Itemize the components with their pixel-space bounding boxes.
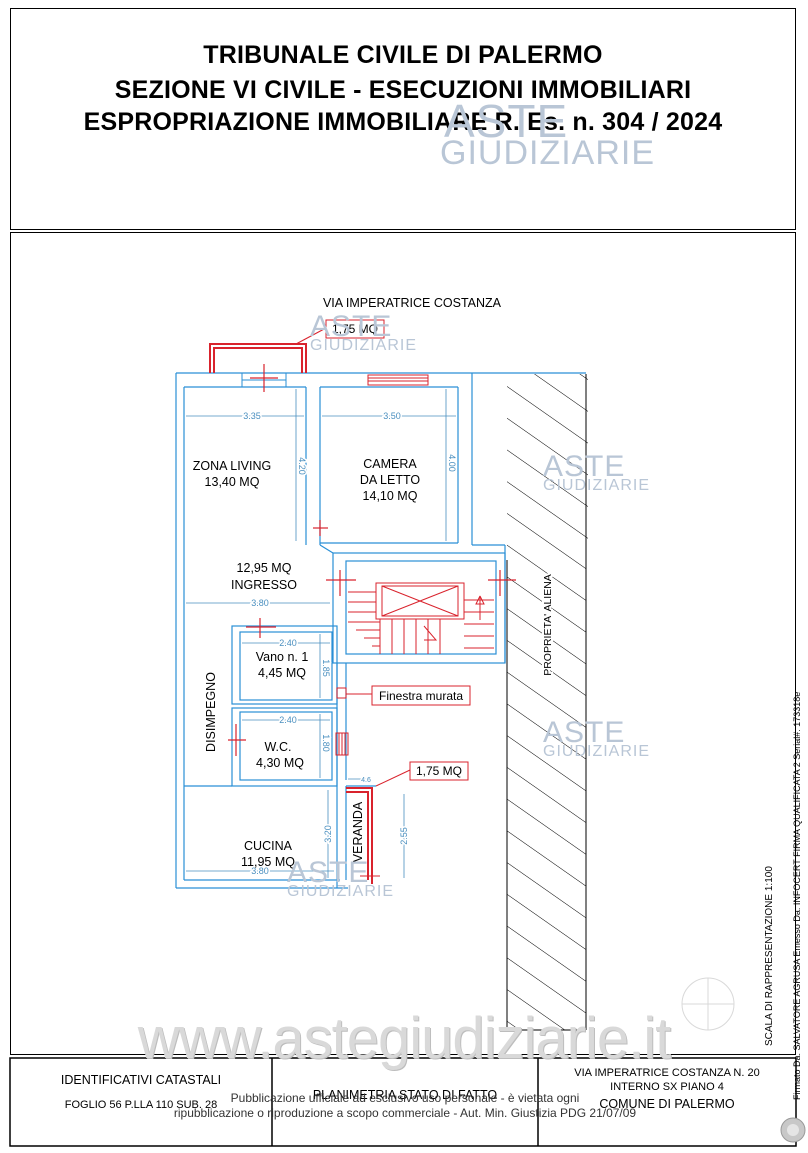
dim-entry-width: 3.80 xyxy=(251,598,269,608)
veranda-outline xyxy=(346,769,411,884)
dimension-lines xyxy=(186,389,456,878)
address-line-2: INTERNO SX PIANO 4 xyxy=(610,1081,724,1093)
bedroom-name-2: DA LETTO xyxy=(360,473,420,487)
vano-name: Vano n. 1 xyxy=(256,650,309,664)
header-line-1: TRIBUNALE CIVILE DI PALERMO xyxy=(203,41,603,69)
balcony-area: 1,75 MQ xyxy=(332,322,378,336)
dim-wc-width: 2.40 xyxy=(279,715,297,725)
dim-veranda-height: 2.55 xyxy=(399,827,409,845)
cadastral-title: IDENTIFICATIVI CATASTALI xyxy=(60,1073,222,1087)
cadastral-value: FOGLIO 56 P.LLA 110 SUB. 28 xyxy=(64,1099,218,1111)
living-name: ZONA LIVING xyxy=(193,459,272,473)
legal-line-1: Pubblicazione ufficiale ad esclusivo uso… xyxy=(230,1091,580,1105)
dim-kitchen-width: 3.80 xyxy=(251,866,269,876)
header-line-2: SEZIONE VI CIVILE - ESECUZIONI IMMOBILIA… xyxy=(114,76,692,104)
dim-bedroom-width: 3.50 xyxy=(383,411,401,421)
watermark-giudiziarie: GIUDIZIARIE xyxy=(440,134,656,172)
window-note: Finestra murata xyxy=(379,689,463,703)
wc-area: 4,30 MQ xyxy=(256,756,304,770)
dim-kitchen-height: 3.20 xyxy=(323,825,333,843)
staircase xyxy=(348,582,494,654)
veranda-area: 1,75 MQ xyxy=(416,764,462,778)
header-frame xyxy=(10,8,796,230)
legal-line-2: ripubblicazione o riproduzione a scopo c… xyxy=(173,1106,637,1120)
compass-icon xyxy=(681,977,735,1031)
seal-icon xyxy=(780,1117,806,1143)
entry-name: INGRESSO xyxy=(231,578,297,592)
dim-vano-width: 2.40 xyxy=(279,638,297,648)
entry-area: 12,95 MQ xyxy=(237,561,292,575)
footer-frame xyxy=(9,1057,797,1147)
living-area: 13,40 MQ xyxy=(205,475,260,489)
watermark-plan-2: ASTE GIUDIZIARIE xyxy=(543,450,651,494)
balcony xyxy=(209,327,327,373)
door-markers xyxy=(228,364,516,756)
dim-living-width: 3.35 xyxy=(243,411,261,421)
dim-bedroom-height: 4.00 xyxy=(447,454,457,472)
window-note-box: Finestra murata xyxy=(371,685,471,706)
neighbor-property-hatch xyxy=(471,374,588,1031)
dim-living-height: 4.20 xyxy=(297,457,307,475)
dim-vano-height: 1.85 xyxy=(321,659,331,677)
wc-name: W.C. xyxy=(264,740,291,754)
street-label: VIA IMPERATRICE COSTANZA xyxy=(323,296,502,310)
neighbor-name: PROPRIETA' ALIENA xyxy=(542,574,554,676)
corridor-name: DISIMPEGNO xyxy=(204,672,218,752)
watermark-plan-1: ASTE GIUDIZIARIE xyxy=(310,310,418,354)
website-watermark: www.astegiudiziarie.it xyxy=(137,1006,671,1071)
header-line-3: ESPROPRIAZIONE IMMOBILIARE R. Es. n. 304… xyxy=(83,108,723,136)
balcony-area-box: 1,75 MQ xyxy=(325,319,385,339)
wall-openings xyxy=(335,687,372,756)
dim-wc-height: 1.80 xyxy=(321,734,331,752)
address-line-3: COMUNE DI PALERMO xyxy=(599,1097,735,1111)
bedroom-name-1: CAMERA xyxy=(363,457,417,471)
watermark-header: ASTE GIUDIZIARIE xyxy=(440,98,655,170)
bedroom-area: 14,10 MQ xyxy=(363,489,418,503)
watermark-aste: ASTE xyxy=(444,95,569,147)
watermark-plan-4: ASTE GIUDIZIARIE xyxy=(287,856,395,900)
kitchen-area: 11,95 MQ xyxy=(241,855,295,869)
veranda-area-box: 1,75 MQ xyxy=(409,761,469,781)
veranda-name: VERANDA xyxy=(351,801,365,862)
dim-veranda-width: 4.6 xyxy=(361,777,371,784)
kitchen-name: CUCINA xyxy=(244,839,293,853)
dimension-labels: 3.35 3.50 4.20 4.00 3.80 2.40 1.85 2.40 … xyxy=(242,410,459,878)
address-line-1: VIA IMPERATRICE COSTANZA N. 20 xyxy=(574,1067,760,1079)
bedroom-window xyxy=(367,374,429,386)
vano-area: 4,45 MQ xyxy=(258,666,306,680)
drawing-frame xyxy=(10,232,796,1055)
plan-status-title: PLANIMETRIA STATO DI FATTO xyxy=(312,1088,498,1102)
watermark-plan-3: ASTE GIUDIZIARIE xyxy=(543,716,651,760)
